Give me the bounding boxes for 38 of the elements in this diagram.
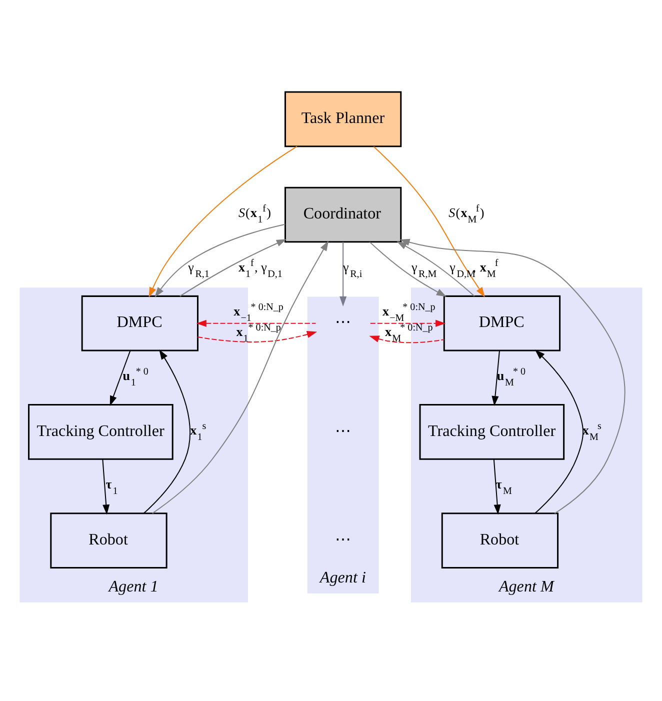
node-box: DMPC xyxy=(81,294,198,351)
arrow xyxy=(492,350,500,406)
node-text: ⋯ xyxy=(335,530,352,548)
arrow xyxy=(493,458,501,514)
edge-label: S(x$_{1}$$^{f}$) xyxy=(238,203,271,226)
arrow xyxy=(340,242,347,306)
arrow xyxy=(534,349,584,514)
node-box: Robot xyxy=(50,512,168,568)
arrow xyxy=(180,238,287,296)
arrow xyxy=(369,241,447,296)
arrow xyxy=(143,348,191,514)
edge-label: τ$_{M}$ xyxy=(496,476,512,497)
arrow xyxy=(198,330,318,342)
arrow xyxy=(370,319,446,326)
edge-label: S(x$_{M}$$^{f}$) xyxy=(448,203,484,226)
node-box: Tracking Controller xyxy=(28,404,174,460)
node-box: DMPC xyxy=(443,294,561,351)
node-text: ⋯ xyxy=(335,314,352,331)
arrow xyxy=(110,350,131,406)
node-text: ⋯ xyxy=(335,422,352,440)
node-box: Task Planner xyxy=(284,90,402,147)
node-box: Robot xyxy=(441,512,559,568)
arrow xyxy=(396,240,475,296)
arrow xyxy=(152,240,329,514)
arrow xyxy=(102,458,110,514)
node-box: Tracking Controller xyxy=(419,404,565,460)
node-box: Coordinator xyxy=(284,186,402,242)
edge-label: γ$_{R,1}$ xyxy=(188,258,210,280)
arrow xyxy=(148,146,298,297)
edge-label: x$_{1}$$^{f}$, γ$_{D,1}$ xyxy=(238,257,282,280)
arrow xyxy=(400,238,626,514)
arrow xyxy=(369,335,444,343)
arrow xyxy=(154,223,286,297)
arrow xyxy=(373,146,485,297)
arrow xyxy=(196,319,316,326)
edge-label: γ$_{R,M}$ xyxy=(411,258,437,280)
edge-label: γ$_{R,i}$ xyxy=(343,258,362,280)
edge-label: τ$_{1}$ xyxy=(106,476,118,497)
